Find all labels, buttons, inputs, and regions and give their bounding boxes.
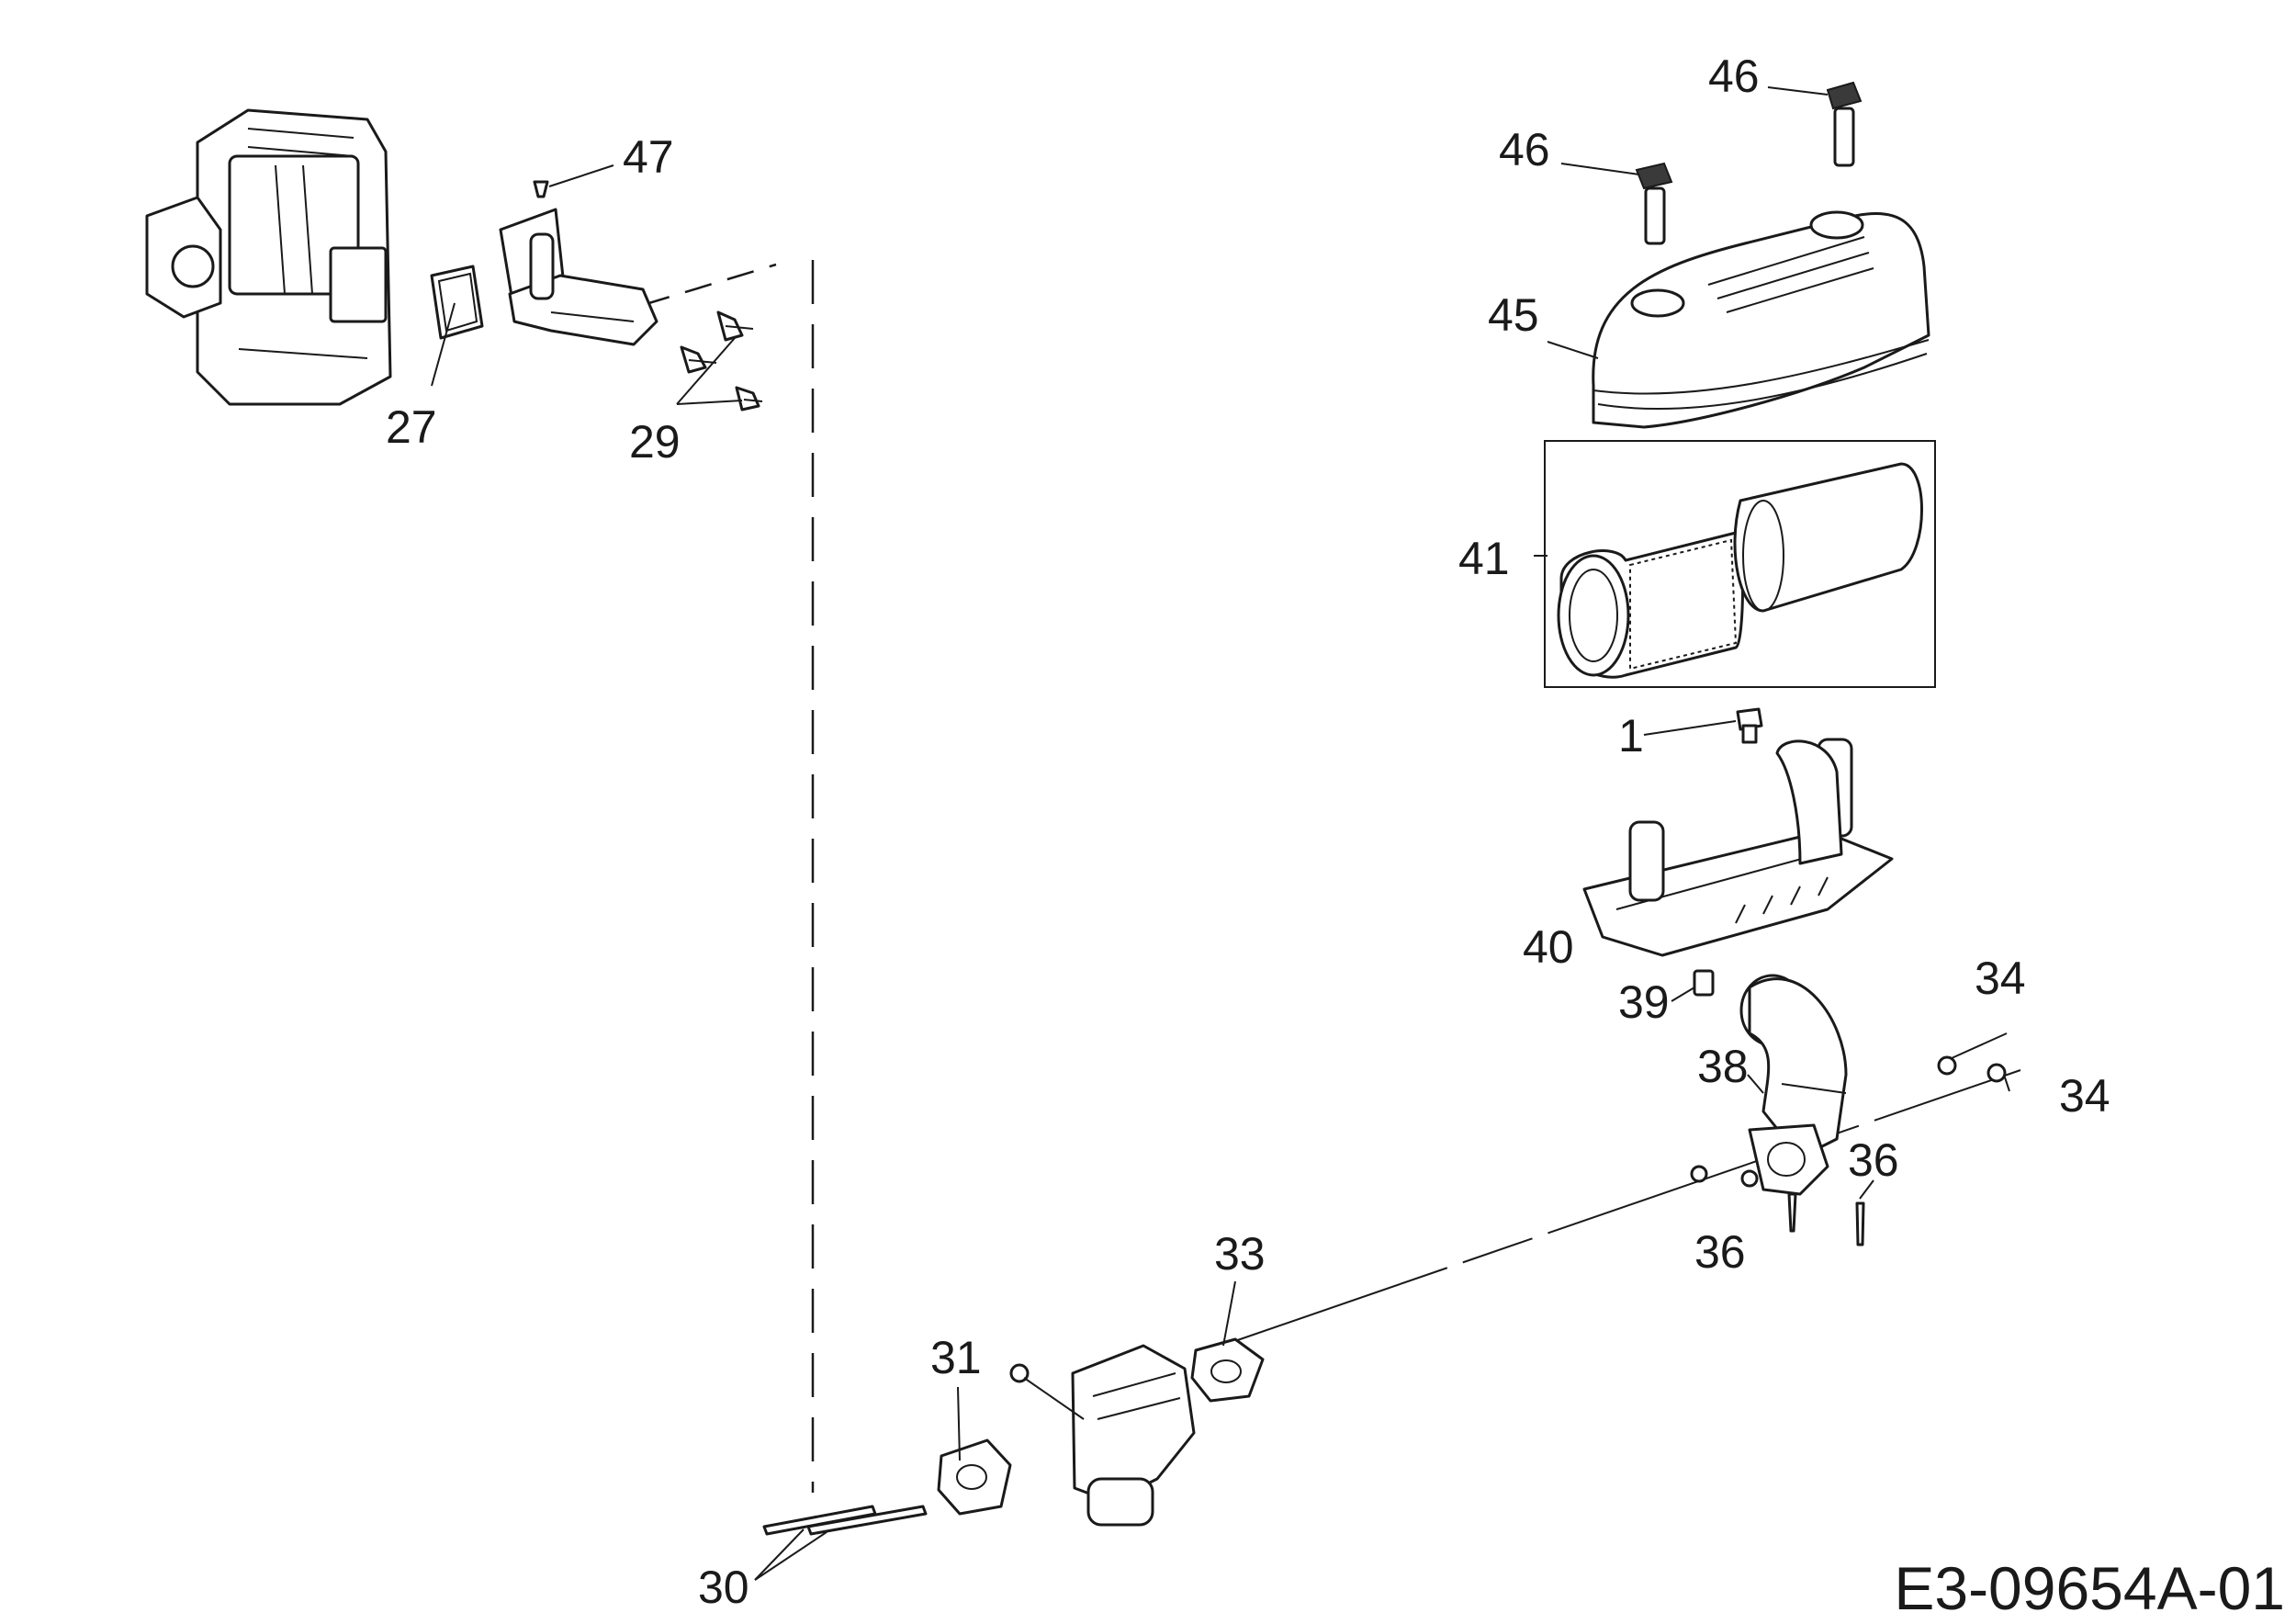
air-filter-cover-part <box>1592 210 1930 429</box>
callout-47: 47 <box>623 131 674 183</box>
knob-46-right-part <box>1826 81 1863 167</box>
callout-38: 38 <box>1697 1041 1749 1092</box>
callout-29: 29 <box>629 416 681 468</box>
callout-33: 33 <box>1214 1228 1266 1280</box>
carburetor-part <box>1009 1344 1196 1527</box>
callout-40: 40 <box>1523 921 1574 973</box>
studs-30-part <box>762 1505 928 1536</box>
intake-elbow-part <box>1739 974 1848 1196</box>
nut-34-b-part <box>1986 1063 2007 1083</box>
assembly-axis-carb <box>1221 1069 2021 1347</box>
callout-41: 41 <box>1458 533 1510 584</box>
sleeve-39-part <box>1693 969 1715 997</box>
leader-lines <box>431 86 2010 1581</box>
screw-36-b-part <box>1855 1201 1865 1246</box>
callout-27: 27 <box>386 401 437 453</box>
callout-45: 45 <box>1488 289 1539 341</box>
callout-31: 31 <box>930 1332 982 1383</box>
callout-30: 30 <box>698 1562 749 1613</box>
filter-base-part <box>1582 738 1894 957</box>
gasket-33-part <box>1190 1337 1265 1403</box>
gasket-31-part <box>937 1438 1012 1516</box>
callout-36-right: 36 <box>1848 1134 1899 1186</box>
cylinder-head-part <box>145 108 392 406</box>
callout-36-left: 36 <box>1694 1226 1746 1278</box>
screw-36-a-part <box>1787 1192 1797 1233</box>
intake-manifold-part <box>499 208 658 346</box>
assembly-axis-top <box>642 263 777 307</box>
air-filter-41-group <box>1544 440 1936 688</box>
nut-34-a-part <box>1937 1055 1957 1076</box>
callout-39: 39 <box>1618 976 1670 1028</box>
spacers-part <box>1690 1165 1759 1188</box>
callout-1: 1 <box>1618 710 1644 761</box>
callout-34-top: 34 <box>1975 953 2026 1004</box>
callout-46-right: 46 <box>1708 51 1760 102</box>
gasket-27-part <box>430 265 484 340</box>
knob-46-left-part <box>1635 162 1673 245</box>
screw-47-part <box>533 180 549 198</box>
bolt-1-part <box>1736 707 1763 744</box>
drawing-code: E3-09654A-01 <box>1894 1554 2285 1622</box>
bolts-29-part <box>680 310 763 412</box>
callout-46-left: 46 <box>1499 124 1550 175</box>
callout-34-right: 34 <box>2059 1070 2110 1122</box>
